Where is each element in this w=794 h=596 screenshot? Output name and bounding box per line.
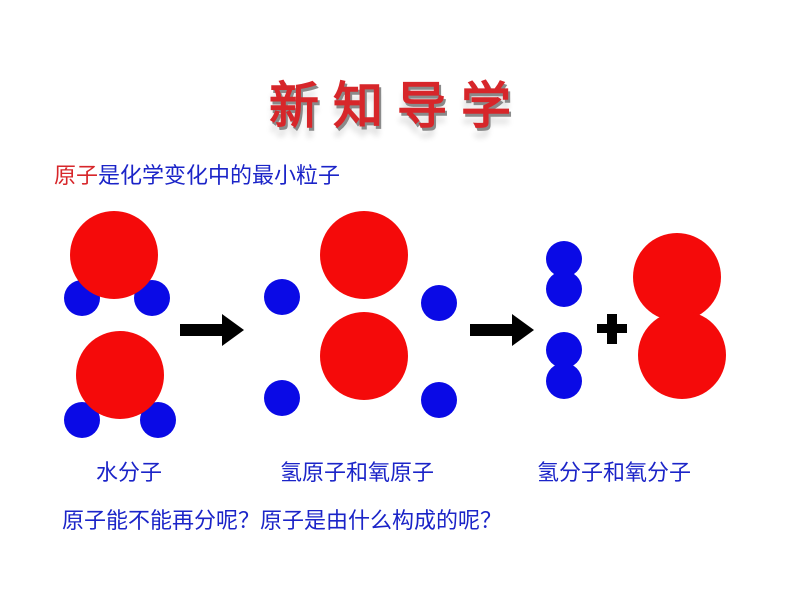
water-molecule-label: 水分子: [96, 461, 163, 486]
separated-atoms: [264, 211, 457, 418]
hydrogen-atom: [421, 382, 457, 418]
oxygen-atom: [320, 211, 408, 299]
hydrogen-atom: [264, 279, 300, 315]
water-molecule-bottom: [64, 331, 176, 438]
question-text: 原子能不能再分呢？原子是由什么构成的呢？: [62, 509, 503, 534]
oxygen-molecule: [633, 233, 726, 399]
hydrogen-atom: [421, 285, 457, 321]
atom-definition-text: 是化学变化中的最小粒子: [98, 164, 341, 189]
oxygen-atom: [320, 312, 408, 400]
hydrogen-atom: [64, 402, 100, 438]
right-arrow-icon: [180, 314, 244, 346]
water-molecules: [64, 211, 176, 438]
oxygen-atom: [70, 211, 158, 299]
hydrogen-atom: [546, 363, 582, 399]
hydrogen-atom: [264, 380, 300, 416]
atom-keyword: 原子: [54, 164, 99, 189]
right-arrow-icon: [470, 314, 534, 346]
hydrogen-molecules: [546, 241, 582, 399]
hydrogen-atom: [546, 271, 582, 307]
oxygen-atom: [134, 280, 170, 316]
hydrogen-atom: [546, 241, 582, 277]
water-molecule-top: [64, 211, 170, 316]
atoms-label: 氢原子和氧原子: [280, 461, 435, 486]
hydrogen-atom: [140, 402, 176, 438]
atom-definition: 原子是化学变化中的最小粒子: [54, 158, 340, 190]
molecules-label: 氢分子和氧分子: [537, 461, 692, 486]
oxygen-atom: [633, 233, 721, 321]
oxygen-atom: [638, 311, 726, 399]
hydrogen-atom: [546, 332, 582, 368]
plus-icon: [597, 314, 627, 344]
page-title: 新知导学: [269, 77, 525, 135]
oxygen-atom: [76, 331, 164, 419]
